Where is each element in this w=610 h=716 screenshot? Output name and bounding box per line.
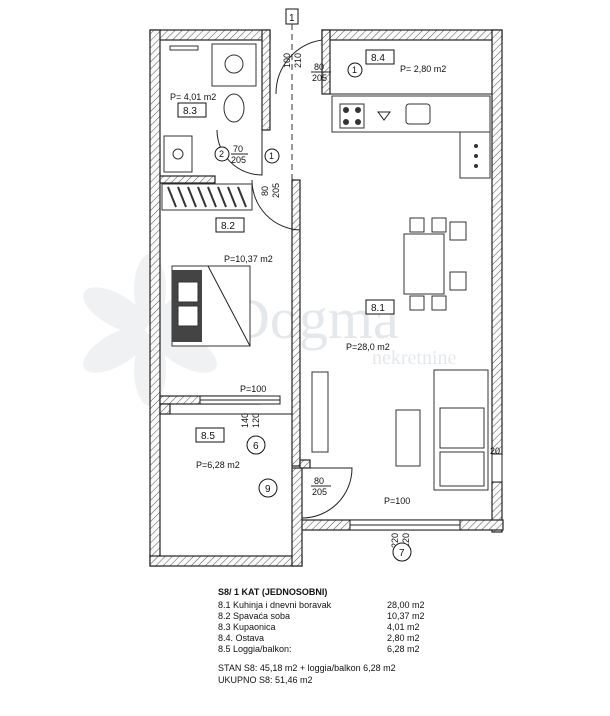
- window-openings: [199, 395, 503, 531]
- svg-text:P=28,0 m2: P=28,0 m2: [346, 342, 390, 352]
- svg-text:8.3: 8.3: [183, 106, 197, 117]
- legend-total-sum: UKUPNO S8: 51,46 m2: [218, 675, 313, 685]
- svg-text:8.5: 8.5: [201, 431, 215, 442]
- door-tag-balcony: 9 80 205: [258, 476, 331, 498]
- watermark-tagline: nekretnine: [372, 347, 457, 369]
- svg-text:120: 120: [251, 413, 261, 428]
- svg-text:140: 140: [240, 413, 250, 428]
- legend-row: 8.1 Kuhinja i dnevni boravak 28,00 m2: [218, 600, 425, 610]
- svg-text:8.1: 8.1: [371, 303, 385, 314]
- legend-row: 8.2 Spavaća soba 10,37 m2: [218, 611, 425, 621]
- svg-text:205: 205: [312, 73, 327, 83]
- room-label-8-3: P= 4,01 m2 8.3: [170, 92, 216, 118]
- floor-plan: Dogma nekretnine 1: [83, 8, 504, 567]
- svg-text:205: 205: [231, 155, 246, 165]
- legend-title: S8/ 1 KAT (JEDNOSOBNI): [218, 587, 328, 597]
- svg-text:9: 9: [265, 484, 271, 495]
- room-label-8-5: 8.5 P=6,28 m2: [195, 427, 240, 470]
- legend-row: 8.3 Kupaonica 4,01 m2: [218, 622, 420, 632]
- window-side-dimension: 20: [490, 446, 500, 456]
- balcony-railing: [159, 413, 293, 557]
- svg-text:6: 6: [253, 441, 259, 452]
- door-tag-top: 100 210 80 205 1: [282, 53, 363, 83]
- legend-total-apartment: STAN S8: 45,18 m2 + loggia/balkon 6,28 m…: [218, 663, 396, 673]
- window-tag-6: P=100 140 120 6: [240, 384, 266, 455]
- svg-text:P=6,28 m2: P=6,28 m2: [196, 460, 240, 470]
- svg-text:1: 1: [289, 13, 295, 24]
- bed: [171, 265, 251, 347]
- door-swings: [216, 39, 353, 519]
- kitchen-counter: [331, 95, 491, 179]
- svg-text:P= 4,01 m2: P= 4,01 m2: [170, 92, 216, 102]
- svg-text:220: 220: [390, 533, 400, 548]
- svg-text:205: 205: [271, 183, 281, 198]
- svg-text:205: 205: [312, 487, 327, 497]
- svg-text:7: 7: [399, 548, 405, 559]
- svg-text:70: 70: [233, 144, 243, 154]
- svg-text:1: 1: [352, 65, 357, 75]
- sofa: [395, 369, 489, 491]
- door-tag-bedroom: 80 205: [260, 183, 281, 198]
- bathroom-fixtures: [163, 43, 257, 173]
- svg-text:1: 1: [269, 151, 274, 161]
- svg-text:2: 2: [219, 149, 224, 159]
- svg-text:120: 120: [401, 533, 411, 548]
- watermark: Dogma nekretnine: [83, 254, 457, 406]
- svg-text:P= 2,80 m2: P= 2,80 m2: [400, 64, 446, 74]
- room-label-8-4: 8.4 P= 2,80 m2: [365, 49, 446, 74]
- tv-stand: [311, 371, 329, 453]
- legend-row: 8.4. Ostava 2,80 m2: [218, 633, 420, 643]
- svg-text:8.2: 8.2: [221, 221, 235, 232]
- svg-text:P=10,37 m2: P=10,37 m2: [224, 254, 273, 264]
- svg-text:80: 80: [314, 476, 324, 486]
- legend-row: 8.5 Loggia/balkon: 6,28 m2: [218, 644, 420, 654]
- wardrobe: [161, 183, 253, 211]
- svg-text:8.4: 8.4: [371, 53, 385, 64]
- svg-text:P=100: P=100: [240, 384, 266, 394]
- svg-text:210: 210: [293, 53, 303, 68]
- window-tag-7: P=100 220 120 7: [384, 496, 412, 562]
- area-legend: S8/ 1 KAT (JEDNOSOBNI) 8.1 Kuhinja i dne…: [218, 586, 598, 686]
- door-tag-bathroom: 2 70 205 1: [214, 144, 280, 165]
- svg-text:80: 80: [260, 186, 270, 196]
- room-label-8-2: 8.2 P=10,37 m2: [215, 217, 273, 264]
- svg-text:P=100: P=100: [384, 496, 410, 506]
- watermark-brand: Dogma: [228, 286, 399, 351]
- svg-text:100: 100: [282, 53, 292, 68]
- svg-text:80: 80: [314, 62, 324, 72]
- dining-table: [403, 217, 467, 311]
- room-label-8-1: 8.1 P=28,0 m2: [346, 299, 395, 352]
